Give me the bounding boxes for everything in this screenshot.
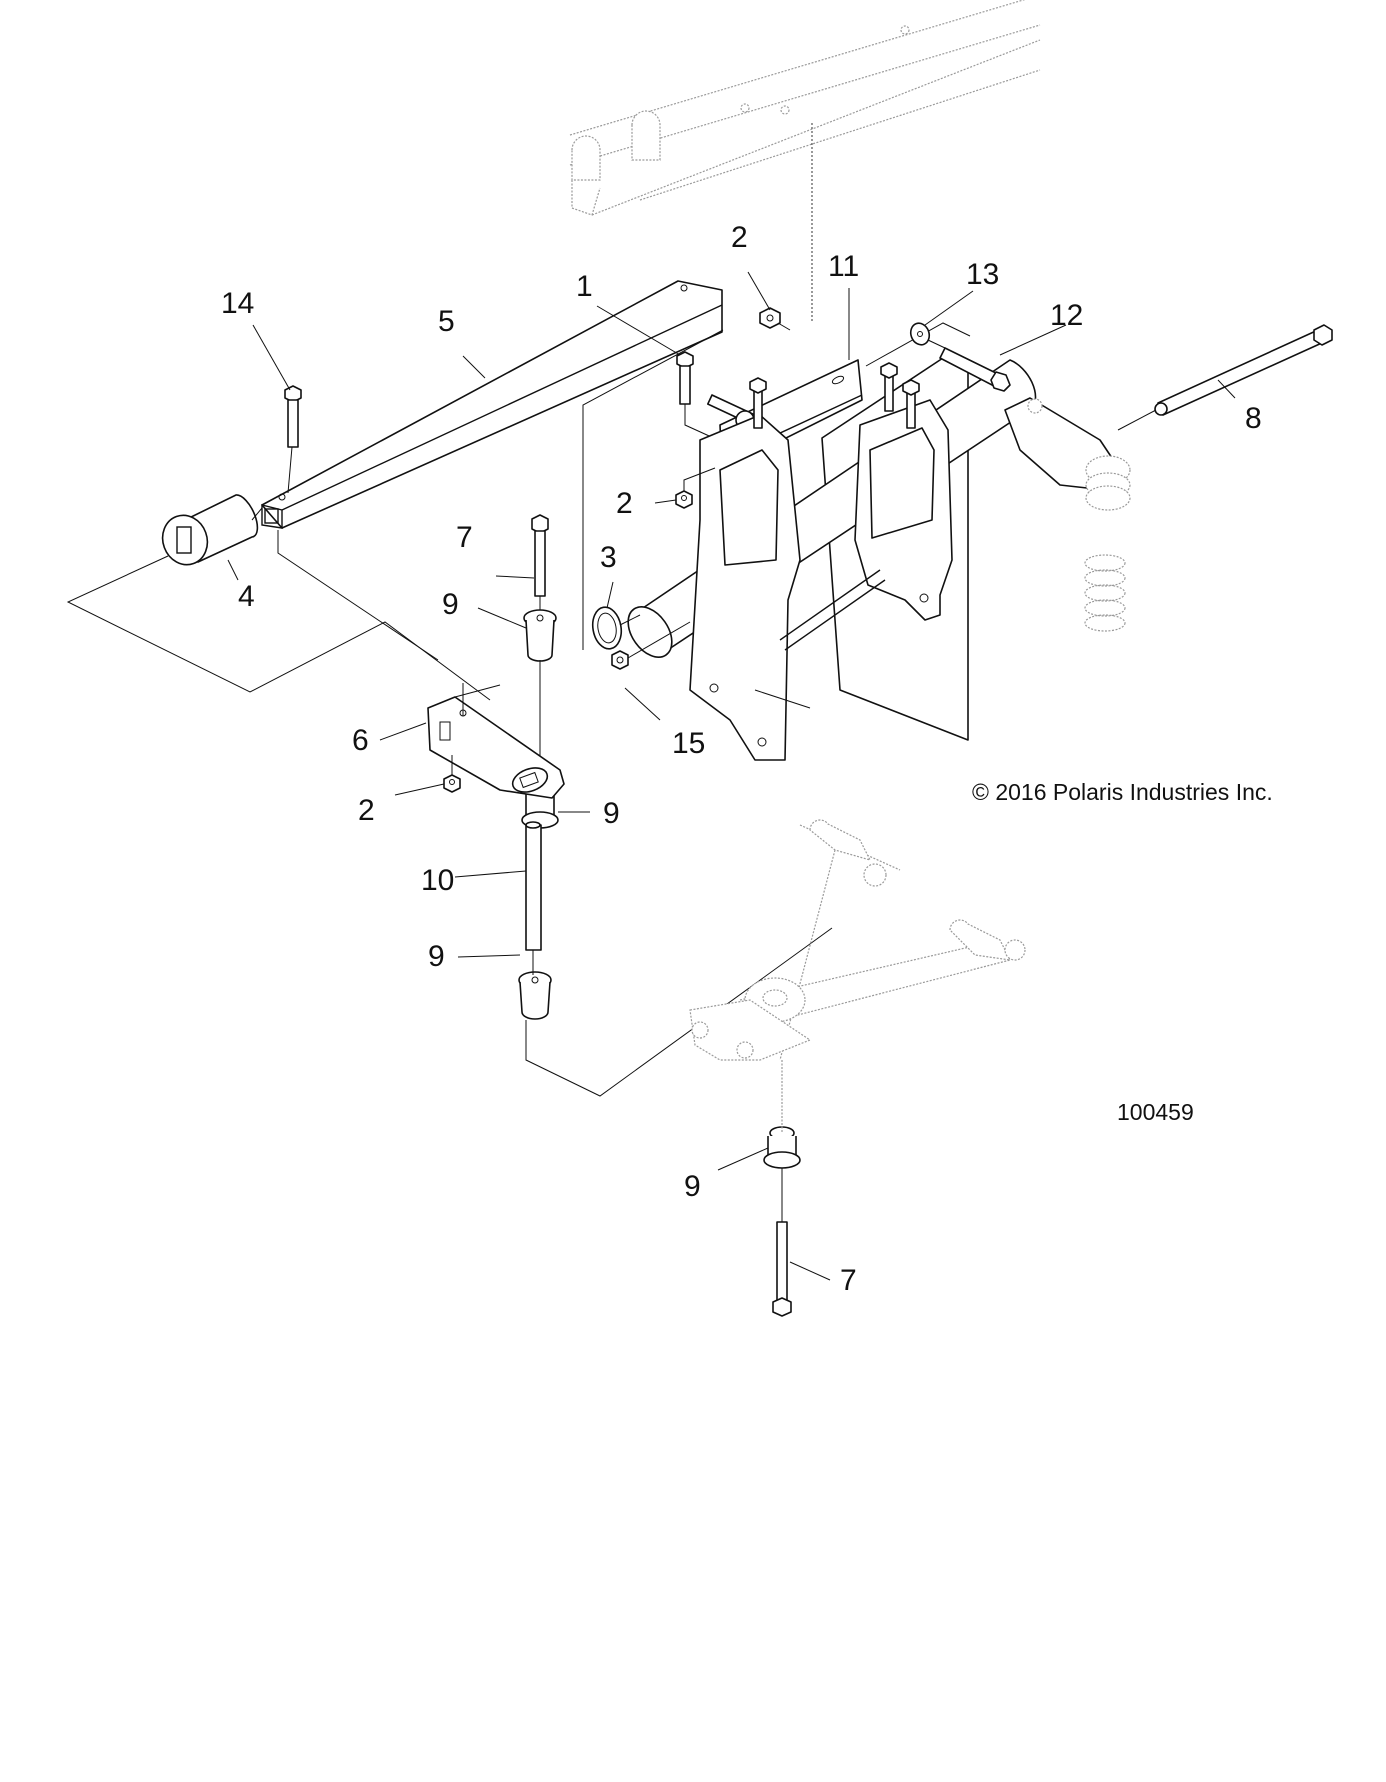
frame-rail-ghost <box>569 0 1041 216</box>
part-2-nut-low <box>443 774 461 793</box>
part-5-square-tube <box>261 280 723 529</box>
assembly-leader-bar <box>277 530 439 661</box>
bracket-assembly <box>627 322 1037 761</box>
callout-9-a: 9 <box>442 588 459 621</box>
part-15-nut <box>611 621 691 670</box>
callout-10: 10 <box>421 864 454 897</box>
right-pivot-arm <box>1004 397 1131 511</box>
callout-7-upper: 7 <box>456 521 473 554</box>
callout-13: 13 <box>966 258 999 291</box>
callout-2-top: 2 <box>731 221 748 254</box>
callout-14: 14 <box>221 287 254 320</box>
part-7-bolt-lower <box>772 1168 792 1317</box>
part-2-nut-top <box>759 307 791 331</box>
callout-9-d: 9 <box>684 1170 701 1203</box>
callout-1: 1 <box>576 270 593 303</box>
part-9-bushing-a <box>523 609 557 780</box>
part-1-bolt <box>676 351 741 451</box>
copyright-text: © 2016 Polaris Industries Inc. <box>972 779 1273 805</box>
callout-4: 4 <box>238 580 255 613</box>
part-7-bolt-upper <box>531 514 549 610</box>
callout-7-lower: 7 <box>840 1264 857 1297</box>
part-8-long-bolt <box>1117 324 1333 431</box>
part-13-washer <box>909 322 946 349</box>
bar-leader <box>582 329 724 645</box>
callout-9-b: 9 <box>603 797 620 830</box>
callout-15: 15 <box>672 727 705 760</box>
part-2-nut-mid <box>675 467 716 509</box>
callout-5: 5 <box>438 305 455 338</box>
callout-leaders <box>227 271 1236 1281</box>
part-14-bolt <box>284 385 302 494</box>
callout-3: 3 <box>600 541 617 574</box>
callout-11: 11 <box>828 250 859 283</box>
part-9-bushing-d <box>763 1126 801 1169</box>
callout-6: 6 <box>352 724 369 757</box>
part-9-bushing-c <box>518 971 552 1020</box>
part-3-ring <box>591 606 641 650</box>
part-4-bushing <box>161 494 263 566</box>
callout-12: 12 <box>1050 299 1083 332</box>
part-12-bolt <box>939 347 1011 392</box>
part-10-spacer <box>525 821 542 975</box>
assembly-leader-left <box>66 555 491 701</box>
callout-8: 8 <box>1245 402 1262 435</box>
callout-9-c: 9 <box>428 940 445 973</box>
part-6-arm <box>427 683 565 799</box>
a-arm-ghost <box>689 819 1026 1133</box>
callout-2-mid: 2 <box>616 487 633 520</box>
callout-2-low: 2 <box>358 794 375 827</box>
spring-ghost <box>1084 554 1126 632</box>
figure-number: 100459 <box>1117 1099 1194 1125</box>
